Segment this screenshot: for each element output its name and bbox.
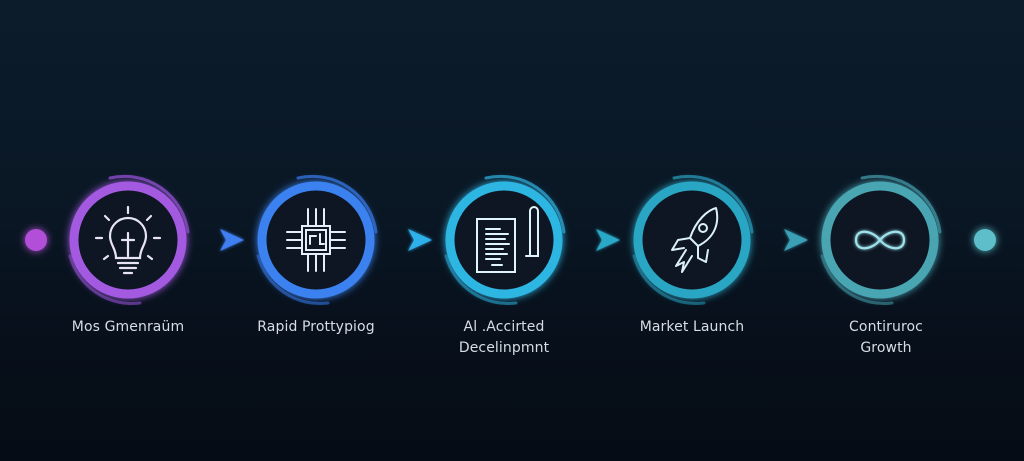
arrow-3-icon <box>596 229 620 251</box>
rocket-icon <box>671 207 719 273</box>
step-label-line-1: Al .Accirted <box>463 319 545 335</box>
end-node-dot <box>974 229 996 251</box>
step-label-ideation: Mos Gmenraüm <box>38 317 218 338</box>
step-label-line-2: Decelinpmnt <box>458 340 550 356</box>
lightbulb-icon <box>94 205 162 275</box>
step-node-prototyping <box>256 174 378 306</box>
step-label-growth: Contiruroc Growth <box>796 317 976 359</box>
step-label-line-2: Growth <box>860 340 912 356</box>
step-label-text: Mos Gmenraüm <box>71 319 185 335</box>
infinity-icon <box>854 230 906 250</box>
step-node-ideation <box>68 174 190 306</box>
step-label-text: Market Launch <box>639 319 745 335</box>
step-node-launch <box>632 174 754 306</box>
arrow-1-icon <box>220 229 244 251</box>
step-label-text: Rapid Prottypiog <box>257 319 375 335</box>
step-label-prototyping: Rapid Prottypiog <box>226 317 406 338</box>
step-label-development: Al .Accirted Decelinpmnt <box>414 317 594 359</box>
start-node-dot <box>25 229 47 251</box>
step-node-development <box>444 174 566 306</box>
step-node-growth <box>820 174 942 306</box>
arrow-4-icon <box>784 229 808 251</box>
step-label-line-1: Contiruroc <box>849 319 923 335</box>
arrow-2-icon <box>408 229 432 251</box>
chip-icon <box>286 208 346 272</box>
document-scroll-icon <box>476 206 539 273</box>
step-label-launch: Market Launch <box>602 317 782 338</box>
